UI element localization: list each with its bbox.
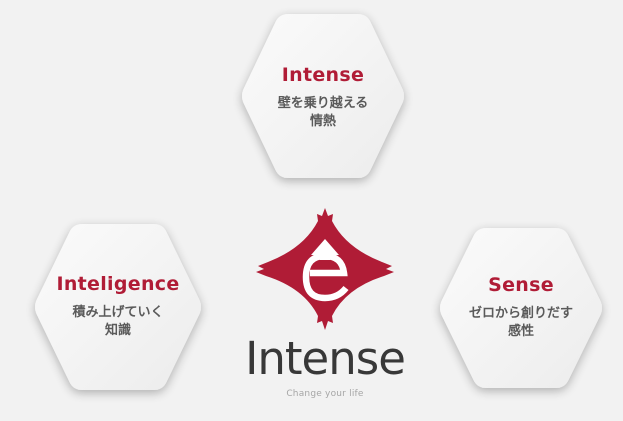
hexagon-text-line1: 積み上げていく (72, 304, 164, 320)
hexagon-title: Intense (281, 63, 365, 86)
hexagon-shape (35, 224, 201, 390)
hexagon-title: Sense (488, 273, 554, 296)
hexagon-content: Sense ゼロから創りだす 感性 (434, 222, 608, 394)
e-arrow-emblem-icon (256, 208, 394, 330)
hexagon-text-line1: 壁を乗り越える (277, 95, 369, 111)
hexagon-text-line2: 知識 (104, 323, 131, 339)
hexagon-intense: Intense 壁を乗り越える 情熱 (236, 8, 410, 184)
hexagon-inteligence: Inteligence 積み上げていく 知識 (28, 218, 208, 396)
hexagon-text-line2: 感性 (507, 324, 534, 340)
logo-tagline: Change your life (286, 389, 364, 399)
logo-wordmark: Intense (245, 332, 406, 385)
hexagon-content: Intense 壁を乗り越える 情熱 (236, 8, 410, 186)
hexagon-shape (242, 14, 404, 178)
hexagon-content: Inteligence 積み上げていく 知識 (28, 218, 208, 396)
hexagon-shape (440, 228, 602, 388)
hexagon-title: Inteligence (56, 272, 180, 295)
hexagon-sense: Sense ゼロから創りだす 感性 (434, 222, 608, 394)
intense-logo: Intense Change your life (240, 206, 410, 406)
hexagon-text-line1: ゼロから創りだす (468, 305, 573, 321)
hexagon-text-line2: 情熱 (309, 114, 336, 130)
